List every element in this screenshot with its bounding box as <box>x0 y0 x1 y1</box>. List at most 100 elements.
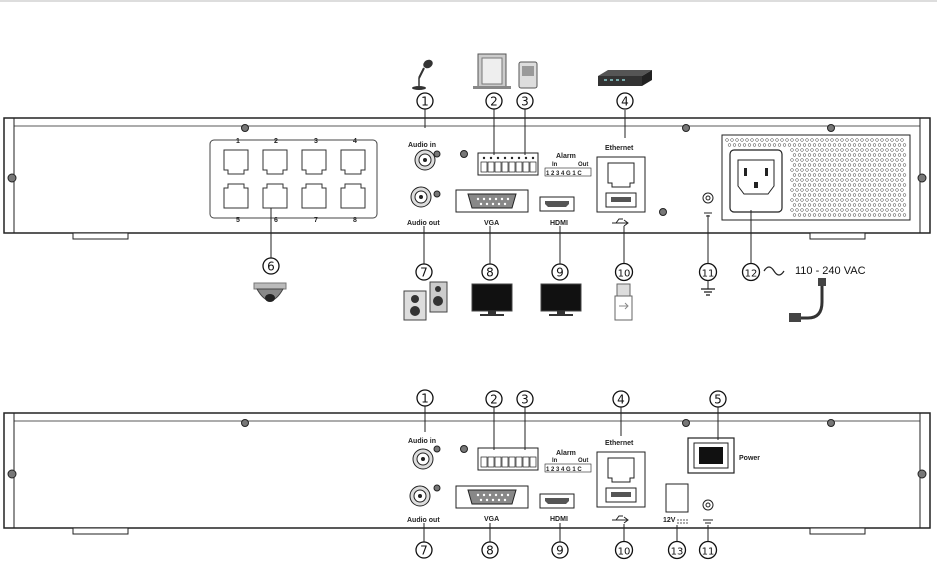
svg-text:2: 2 <box>490 393 498 407</box>
callout: 5 <box>709 390 727 408</box>
svg-text:7: 7 <box>420 544 428 558</box>
poe-ports: 1 2 3 4 5 6 7 8 <box>209 138 378 224</box>
power-switch <box>687 437 735 474</box>
callout: 2 <box>485 92 503 110</box>
callout: 4 <box>612 390 630 408</box>
alarm-out-label: Out <box>578 458 588 464</box>
svg-text:13: 13 <box>671 547 684 558</box>
alarm-in-label: In <box>552 458 558 464</box>
power-cord-icon <box>789 278 826 322</box>
usb-symbol-icon <box>612 218 629 227</box>
svg-text:2: 2 <box>490 95 498 109</box>
ac-wave-icon <box>763 266 785 276</box>
vga-label: VGA <box>484 220 499 227</box>
callout: 4 <box>616 92 634 110</box>
hdmi-label: HDMI <box>550 516 568 523</box>
power-label: Power <box>739 455 760 462</box>
callout: 1 <box>416 389 434 407</box>
svg-text:11: 11 <box>702 269 715 280</box>
screw-icon <box>7 173 17 183</box>
poe-port-number: 4 <box>353 138 357 145</box>
callout: 3 <box>516 92 534 110</box>
svg-text:9: 9 <box>556 266 564 280</box>
callout: 2 <box>485 390 503 408</box>
callout: 11 <box>698 540 718 560</box>
poe-port-number: 5 <box>236 217 240 224</box>
svg-text:9: 9 <box>556 544 564 558</box>
network-switch-icon <box>598 70 652 86</box>
ethernet-label: Ethernet <box>605 145 634 152</box>
microphone-icon <box>412 59 433 90</box>
monitor-icon <box>471 283 513 316</box>
callout: 9 <box>551 263 569 281</box>
svg-text:7: 7 <box>420 266 428 280</box>
terminal-block <box>477 152 539 176</box>
svg-text:1: 1 <box>421 392 429 406</box>
usb-symbol-icon <box>612 515 629 524</box>
door-sensor-icon <box>473 53 511 89</box>
ethernet-port <box>596 451 646 508</box>
audio-in-jack <box>412 448 434 470</box>
ethernet-port <box>596 156 646 213</box>
vga-port <box>455 189 529 213</box>
svg-text:3: 3 <box>521 393 529 407</box>
top-panel: 1 2 3 4 5 6 7 8 Audio in <box>3 53 931 322</box>
callout: 9 <box>551 541 569 559</box>
callout: 1 <box>416 92 434 110</box>
callout: 8 <box>481 541 499 559</box>
usb-flash-drive-icon <box>614 283 633 321</box>
ground-terminal <box>702 192 714 217</box>
svg-text:4: 4 <box>617 393 625 407</box>
alarm-out-label: Out <box>578 162 588 168</box>
dc-input <box>665 483 689 513</box>
vga-label: VGA <box>484 516 499 523</box>
poe-port-number: 2 <box>274 138 278 145</box>
ground-icon <box>701 280 715 296</box>
poe-port-number: 6 <box>274 217 278 224</box>
alarm-label: Alarm <box>556 450 576 457</box>
audio-out-jack <box>409 485 431 507</box>
alarm-label: Alarm <box>556 153 576 160</box>
svg-text:10: 10 <box>618 547 631 558</box>
callout: 3 <box>516 390 534 408</box>
callout: 8 <box>481 263 499 281</box>
svg-text:3: 3 <box>521 95 529 109</box>
callout: 11 <box>698 262 718 282</box>
poe-port-number: 7 <box>314 217 318 224</box>
alarm-pins-label: 1 2 3 4 G 1 C <box>546 467 582 473</box>
hdmi-port <box>539 196 575 212</box>
bottom-panel: Audio in Audio out Alarm In Out 1 2 3 4 … <box>3 389 931 560</box>
callout: 6 <box>262 257 280 275</box>
audio-out-jack <box>410 186 432 208</box>
audio-in-label: Audio in <box>408 142 436 149</box>
poe-port-number: 3 <box>314 138 318 145</box>
dome-camera-icon <box>253 282 287 302</box>
audio-out-label: Audio out <box>407 220 440 227</box>
svg-text:5: 5 <box>714 393 722 407</box>
audio-out-label: Audio out <box>407 517 440 524</box>
svg-text:12: 12 <box>745 269 758 280</box>
vent-grille <box>721 134 911 221</box>
dc-label: 12V <box>663 517 676 524</box>
ethernet-label: Ethernet <box>605 440 634 447</box>
audio-in-jack <box>414 149 436 171</box>
screw-icon <box>917 173 927 183</box>
monitor-icon <box>540 283 582 316</box>
callout: 12 <box>741 262 761 282</box>
svg-text:8: 8 <box>486 544 494 558</box>
vga-port <box>455 485 529 509</box>
power-socket <box>729 149 783 213</box>
speakers-icon <box>403 281 448 321</box>
callout: 7 <box>415 541 433 559</box>
voltage-label: 110 - 240 VAC <box>795 265 866 277</box>
svg-text:6: 6 <box>267 260 275 274</box>
ground-terminal <box>702 499 714 524</box>
svg-text:1: 1 <box>421 95 429 109</box>
poe-port-number: 8 <box>353 217 357 224</box>
svg-text:10: 10 <box>618 269 631 280</box>
audio-in-label: Audio in <box>408 438 436 445</box>
callout: 10 <box>614 540 634 560</box>
alarm-pins-label: 1 2 3 4 G 1 C <box>546 171 582 177</box>
svg-text:4: 4 <box>621 95 629 109</box>
